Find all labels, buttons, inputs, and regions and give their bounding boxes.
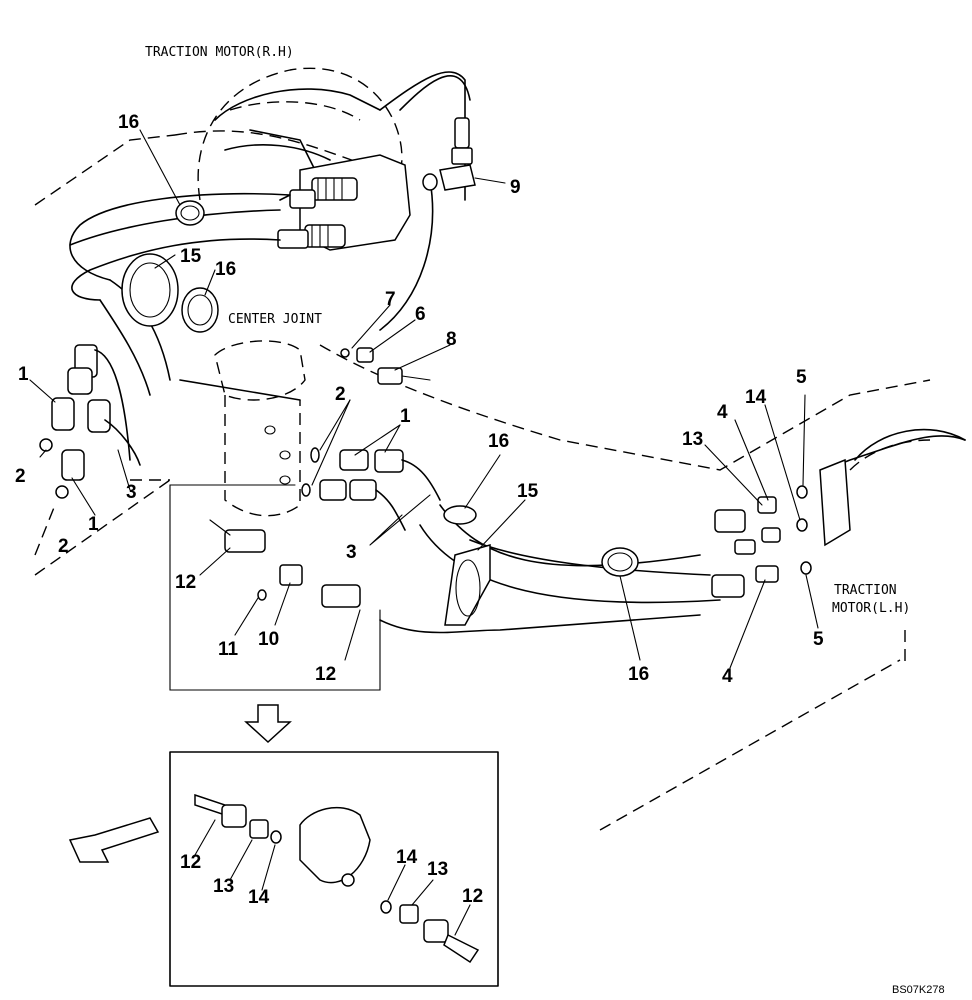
center-fittings	[301, 347, 441, 531]
callout-12: 12	[180, 852, 201, 873]
part-9-elbow	[422, 117, 506, 191]
callout-8: 8	[446, 329, 457, 350]
callout-6: 6	[415, 304, 426, 325]
rings-upper	[121, 200, 219, 333]
callout-16: 16	[628, 664, 649, 685]
callout-3: 3	[126, 482, 137, 503]
traction-motor-rh	[197, 67, 466, 251]
hoses-lh	[379, 504, 721, 634]
callout-2: 2	[15, 466, 26, 487]
callout-16: 16	[215, 259, 236, 280]
label-traction-motor-lh-line1: TRACTION	[834, 583, 897, 598]
label-traction-motor-rh: TRACTION MOTOR(R.H)	[145, 45, 294, 60]
drawing-code: BS07K278	[892, 984, 945, 996]
callout-14: 14	[396, 847, 418, 868]
callout-5: 5	[796, 367, 807, 388]
callout-3: 3	[346, 542, 357, 563]
frame-outlines	[34, 130, 931, 831]
callout-15: 15	[180, 246, 202, 267]
callout-1: 1	[88, 514, 99, 535]
detail-box-lower	[169, 751, 499, 987]
callout-16: 16	[488, 431, 509, 452]
callout-10: 10	[258, 629, 279, 650]
callout-16: 16	[118, 112, 139, 133]
callout-1: 1	[400, 406, 411, 427]
callout-14: 14	[745, 387, 767, 408]
label-center-joint: CENTER JOINT	[228, 312, 322, 327]
leader-lines	[29, 129, 819, 936]
traction-motor-lh	[711, 428, 966, 665]
callout-13: 13	[427, 859, 448, 880]
callout-4: 4	[717, 402, 728, 423]
left-fittings	[34, 344, 170, 556]
callout-7: 7	[385, 289, 396, 310]
arrow-down-icon	[244, 704, 292, 744]
callout-4: 4	[722, 666, 733, 687]
callout-13: 13	[213, 876, 234, 897]
center-joint	[179, 340, 306, 517]
label-traction-motor-lh-line2: MOTOR(L.H)	[832, 601, 910, 616]
callout-11: 11	[218, 639, 239, 660]
callout-9: 9	[510, 177, 521, 198]
callout-14: 14	[248, 887, 270, 908]
callout-12: 12	[315, 664, 336, 685]
arrow-diagonal-icon	[68, 817, 160, 863]
callout-2: 2	[58, 536, 69, 557]
rings-lower	[443, 505, 639, 626]
callout-5: 5	[813, 629, 824, 650]
callout-15: 15	[517, 481, 539, 502]
callout-12: 12	[462, 886, 483, 907]
callout-2: 2	[335, 384, 346, 405]
detail-box-upper	[169, 484, 381, 691]
callout-12: 12	[175, 572, 196, 593]
callout-1: 1	[18, 364, 29, 385]
callout-13: 13	[682, 429, 703, 450]
